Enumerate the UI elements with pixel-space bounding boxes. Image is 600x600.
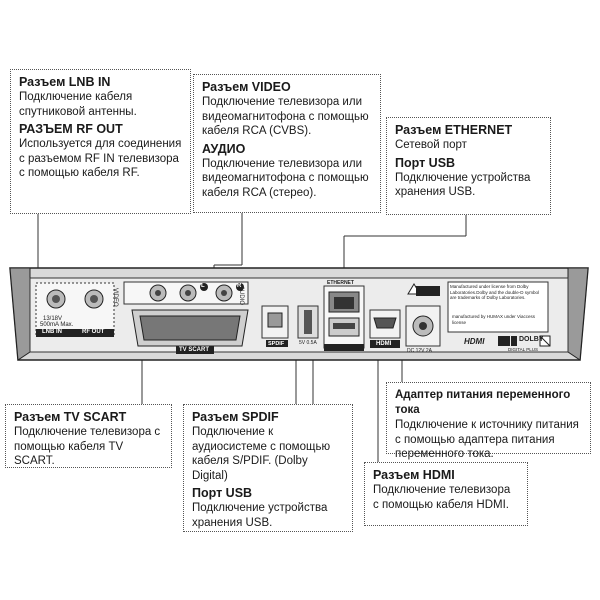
callout-heading: Порт USB bbox=[192, 486, 253, 500]
callout-power-adapter: Адаптер питания переменного тока Подключ… bbox=[386, 382, 591, 460]
callout-heading: Порт USB bbox=[395, 155, 456, 170]
callout-heading: РАЗЪЕМ RF OUT bbox=[19, 122, 123, 136]
callout-text: Подключение к источнику питания с помощь… bbox=[395, 419, 579, 460]
leader-lines bbox=[37, 213, 467, 462]
callout-text: Подключение кабеля спутниковой антенны. bbox=[19, 91, 137, 118]
label-plate bbox=[407, 281, 549, 333]
callout-heading: Разъем SPDIF bbox=[192, 410, 279, 424]
callout-heading: Разъем VIDEO bbox=[202, 80, 291, 94]
dc-in-connector bbox=[405, 305, 441, 347]
usb-port bbox=[297, 305, 319, 339]
callout-text: Сетевой порт bbox=[395, 139, 467, 151]
callout-heading: АУДИО bbox=[202, 141, 246, 156]
ethernet-usb-stack bbox=[323, 285, 365, 351]
callout-ethernet-usb: Разъем ETHERNET Сетевой порт Порт USB По… bbox=[386, 117, 551, 215]
lnb-rf-block bbox=[35, 282, 115, 337]
callout-text: Подключение телевизора или видеомагнитоф… bbox=[202, 96, 369, 137]
callout-heading: Разъем HDMI bbox=[373, 468, 455, 482]
callout-text: Подключение телевизора с помощью кабеля … bbox=[14, 426, 161, 467]
callout-lnb-rf: Разъем LNB IN Подключение кабеля спутник… bbox=[10, 69, 191, 214]
spdif-connector bbox=[261, 305, 289, 347]
callout-heading: Адаптер питания переменного тока bbox=[395, 389, 571, 416]
callout-text: Подключение телевизора или видеомагнитоф… bbox=[202, 157, 369, 199]
callout-tv-scart: Разъем TV SCART Подключение телевизора с… bbox=[5, 404, 172, 468]
callout-hdmi: Разъем HDMI Подключение телевизора с пом… bbox=[364, 462, 528, 526]
callout-text: Используется для соединения с разъемом R… bbox=[19, 138, 182, 179]
callout-heading: Разъем LNB IN bbox=[19, 75, 111, 89]
callout-video-audio: Разъем VIDEO Подключение телевизора или … bbox=[193, 74, 381, 213]
callout-text: Подключение к аудиосистеме с помощью каб… bbox=[192, 426, 331, 482]
callout-text: Подключение устройства хранения USB. bbox=[192, 502, 328, 529]
callout-text: Подключение телевизора с помощью кабеля … bbox=[373, 484, 511, 511]
hdmi-connector bbox=[369, 309, 401, 348]
rca-block bbox=[123, 281, 249, 305]
callout-heading: Разъем TV SCART bbox=[14, 410, 127, 424]
callout-heading: Разъем ETHERNET bbox=[395, 123, 513, 137]
scart-connector bbox=[131, 309, 249, 354]
callout-spdif-usb: Разъем SPDIF Подключение к аудиосистеме … bbox=[183, 404, 353, 532]
callout-text: Подключение устройства хранения USB. bbox=[395, 171, 531, 199]
logo-row bbox=[498, 335, 551, 347]
